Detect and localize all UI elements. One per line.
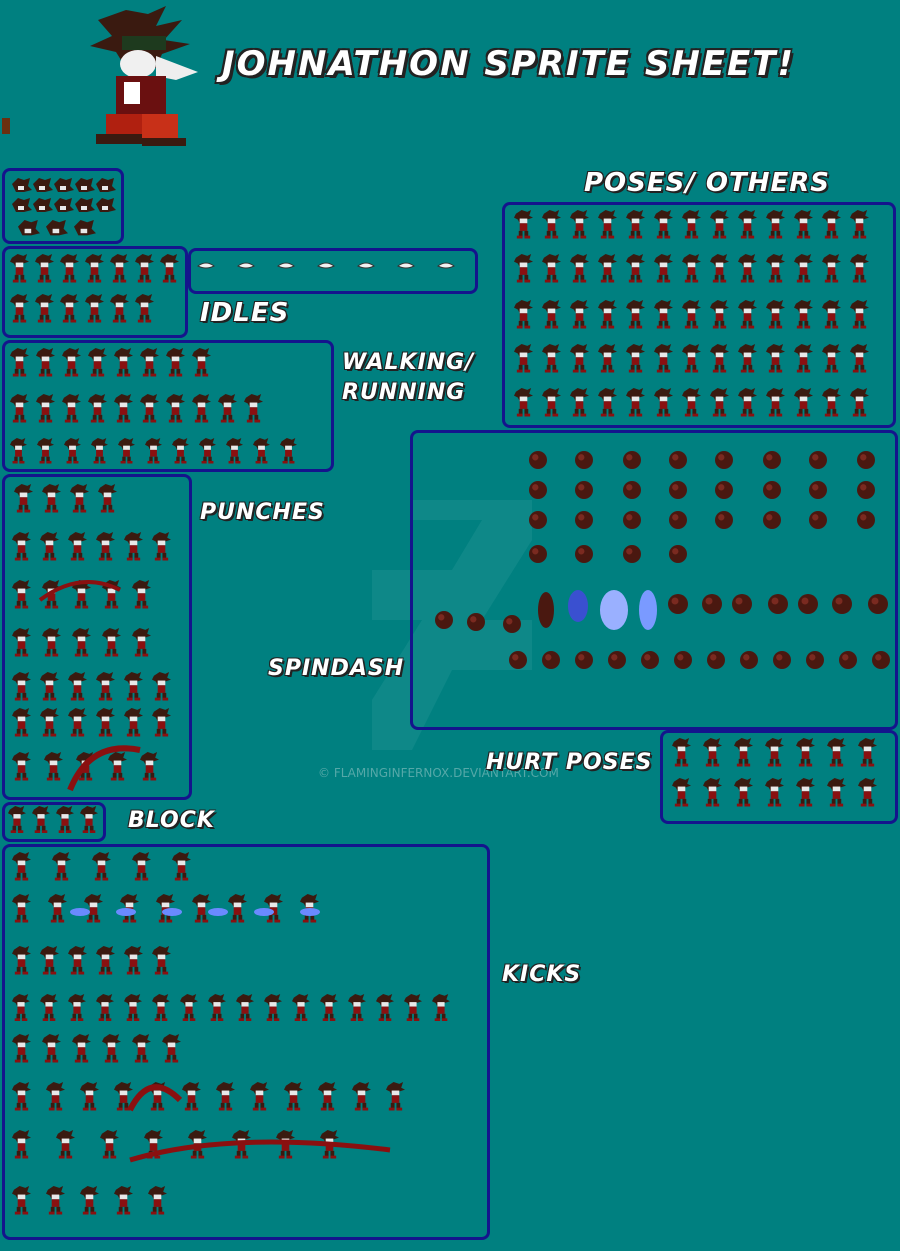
main-character-sprite — [86, 6, 204, 148]
walking-running-box — [2, 340, 334, 472]
hurt-poses-box — [660, 730, 898, 824]
label-block: BLOCK — [128, 808, 215, 833]
punches-box — [2, 474, 192, 800]
block-box — [2, 802, 106, 842]
watermark-text: © FLAMINGINFERNOX.DEVIANTART.COM — [318, 766, 559, 780]
label-punches: PUNCHES — [200, 500, 325, 525]
poses-others-box — [502, 202, 896, 428]
label-spindash: SPINDASH — [268, 656, 405, 681]
label-walking: WALKING/ — [342, 350, 475, 375]
label-kicks: KICKS — [502, 962, 582, 987]
spindash-box — [410, 430, 898, 730]
quill-sprites-box — [188, 248, 478, 294]
small-marker-sprite — [0, 116, 12, 136]
label-poses-others: POSES/ OTHERS — [584, 168, 831, 198]
idle-sprites-box — [2, 246, 188, 338]
label-running: RUNNING — [342, 380, 466, 405]
label-idles: IDLES — [200, 298, 290, 328]
head-sprites-box — [2, 168, 124, 244]
sheet-title: JOHNATHON SPRITE SHEET! — [222, 44, 795, 84]
kicks-box — [2, 844, 490, 1240]
label-hurt-poses: HURT POSES — [486, 750, 653, 775]
